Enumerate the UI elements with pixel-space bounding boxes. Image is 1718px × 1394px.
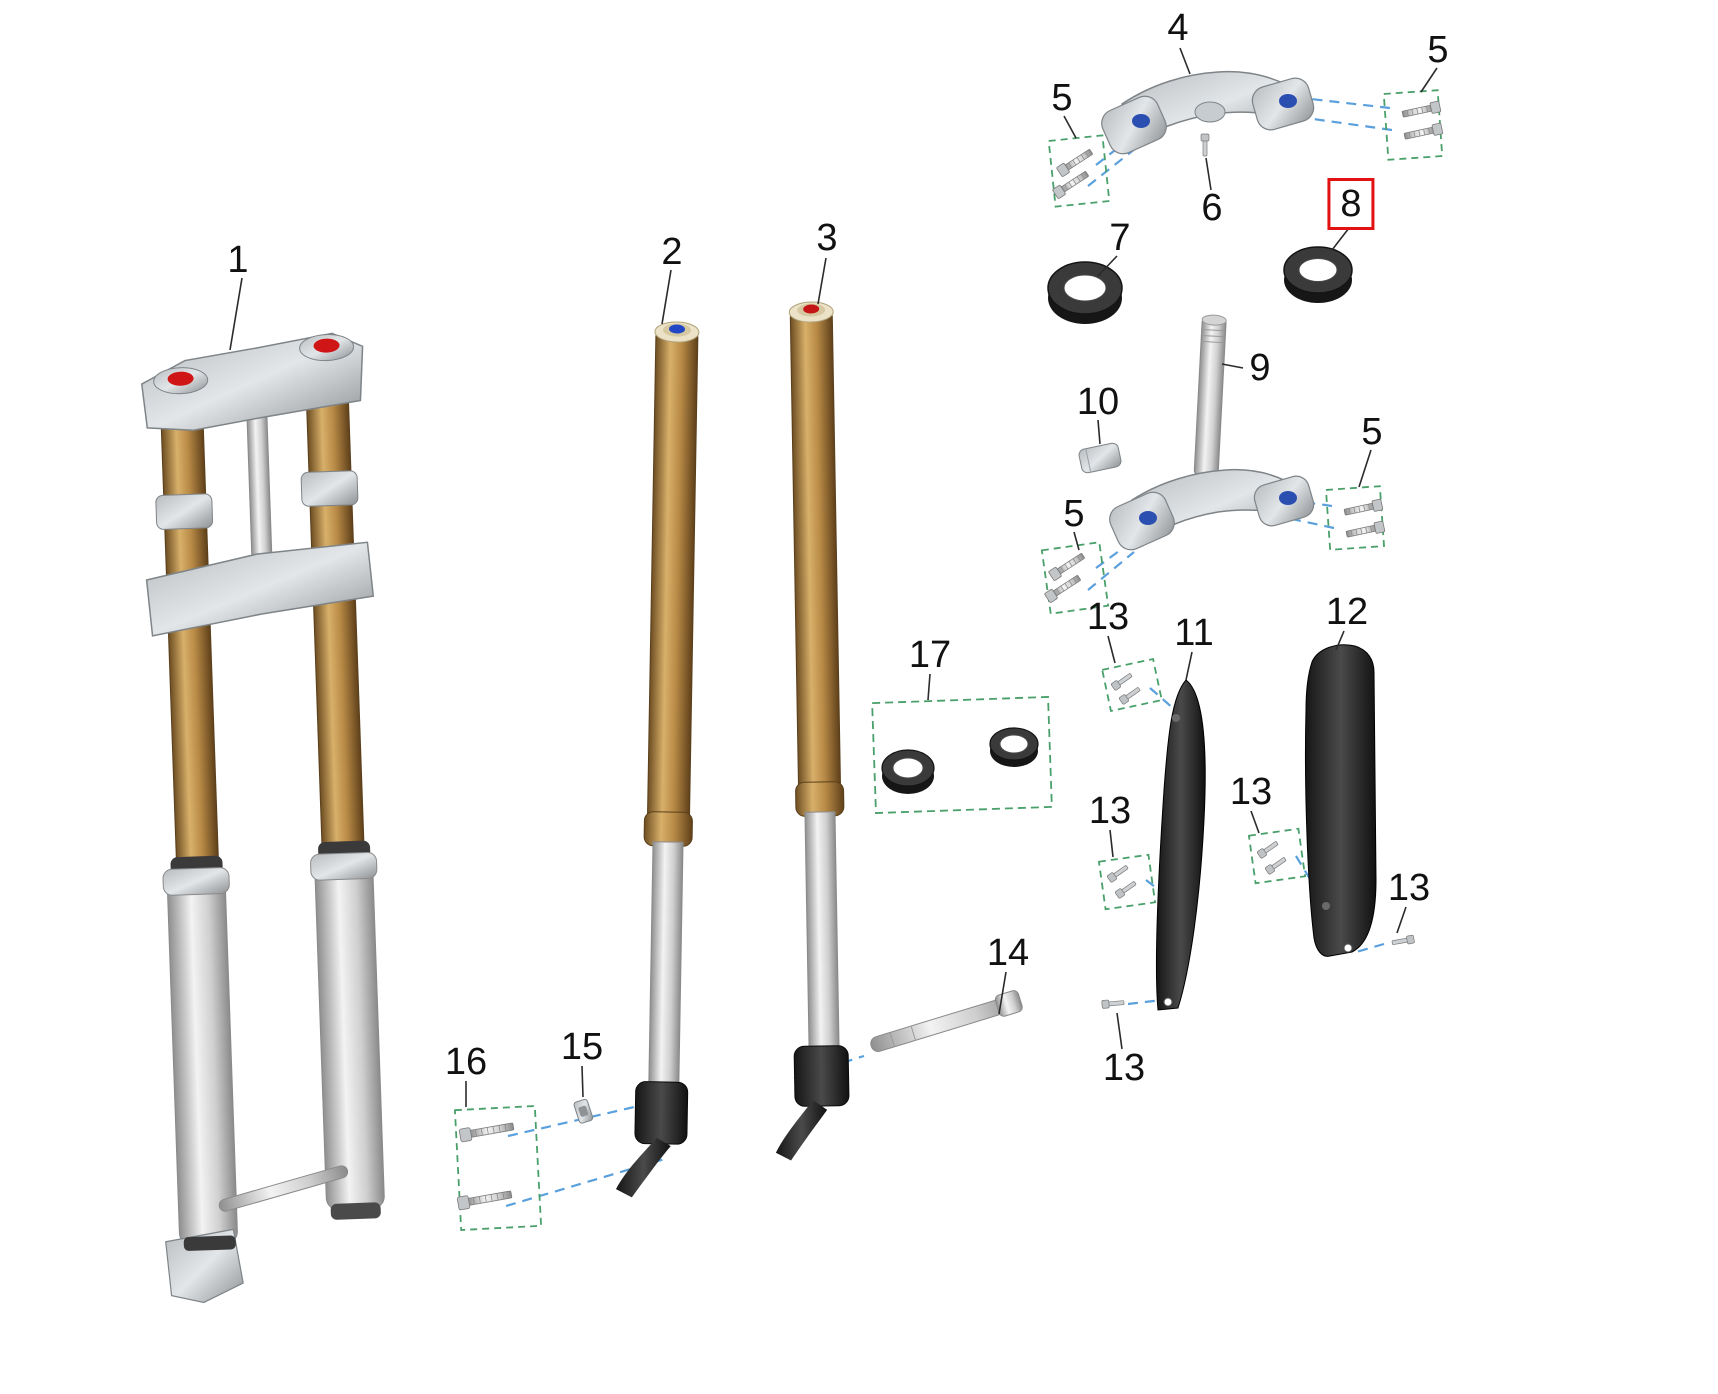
part-3-fork-tube: [775, 301, 850, 1161]
cap-red-dot: [803, 304, 820, 314]
hardware-group-16: [453, 1105, 543, 1231]
part-9-steering-stem-lower-clamp: [1109, 314, 1315, 551]
screw-icon: [1118, 685, 1142, 706]
clamp-hole-dot: [1279, 94, 1297, 108]
screw-icon: [1110, 671, 1134, 692]
bolt-icon: [1043, 572, 1083, 604]
hardware-group-5-mid-left: [1040, 541, 1110, 615]
assembly-guide-lines: [505, 96, 1393, 1208]
bolt-icon: [456, 1187, 513, 1211]
bolt-icon: [1047, 550, 1087, 582]
clamp-hole-dot: [1139, 511, 1157, 525]
part-11-fork-guard: [1155, 679, 1206, 1011]
part-14-front-axle: [870, 990, 1023, 1052]
part-10-spacer: [1078, 442, 1122, 474]
hardware-group-13-a: [1101, 657, 1163, 713]
clamp-hole-dot: [1132, 114, 1150, 128]
part-12-fork-guard: [1304, 644, 1377, 957]
leader-lines: [229, 47, 1438, 1107]
screw-icon: [1114, 879, 1138, 900]
screw-icon: [1256, 839, 1280, 860]
clamp-hole-dot: [1279, 491, 1297, 505]
part-2-fork-tube: [615, 321, 700, 1198]
part-6-bolt: [1200, 133, 1210, 157]
screw-icon: [1264, 855, 1288, 876]
cap-blue-dot: [668, 324, 685, 334]
hardware-group-5-upper-right: [1382, 89, 1444, 161]
bolt-icon: [1051, 168, 1091, 200]
bolt-icon: [1343, 498, 1384, 519]
bolt-icon: [1401, 100, 1442, 121]
part-15-clamp-piece: [573, 1098, 594, 1124]
part-8-lock-nut: [1283, 246, 1353, 303]
screw-13-e: [1101, 998, 1125, 1009]
part-7-steering-stem-nut: [1047, 261, 1123, 324]
bolt-icon: [1055, 146, 1095, 178]
part-17-dust-seals: [871, 696, 1053, 814]
bolt-icon: [1345, 520, 1386, 541]
hardware-group-13-b: [1097, 853, 1157, 911]
bolt-icon: [458, 1119, 515, 1143]
hardware-group-5-upper-left: [1047, 134, 1111, 208]
bolt-icon: [1403, 122, 1444, 143]
part-4-upper-triple-clamp: [1101, 70, 1315, 155]
part-1-fork-assembly: [140, 332, 385, 1304]
hardware-group-5-mid-right: [1325, 485, 1386, 551]
screw-13-d: [1391, 934, 1415, 948]
hardware-group-13-c: [1247, 827, 1307, 885]
screw-icon: [1106, 863, 1130, 884]
